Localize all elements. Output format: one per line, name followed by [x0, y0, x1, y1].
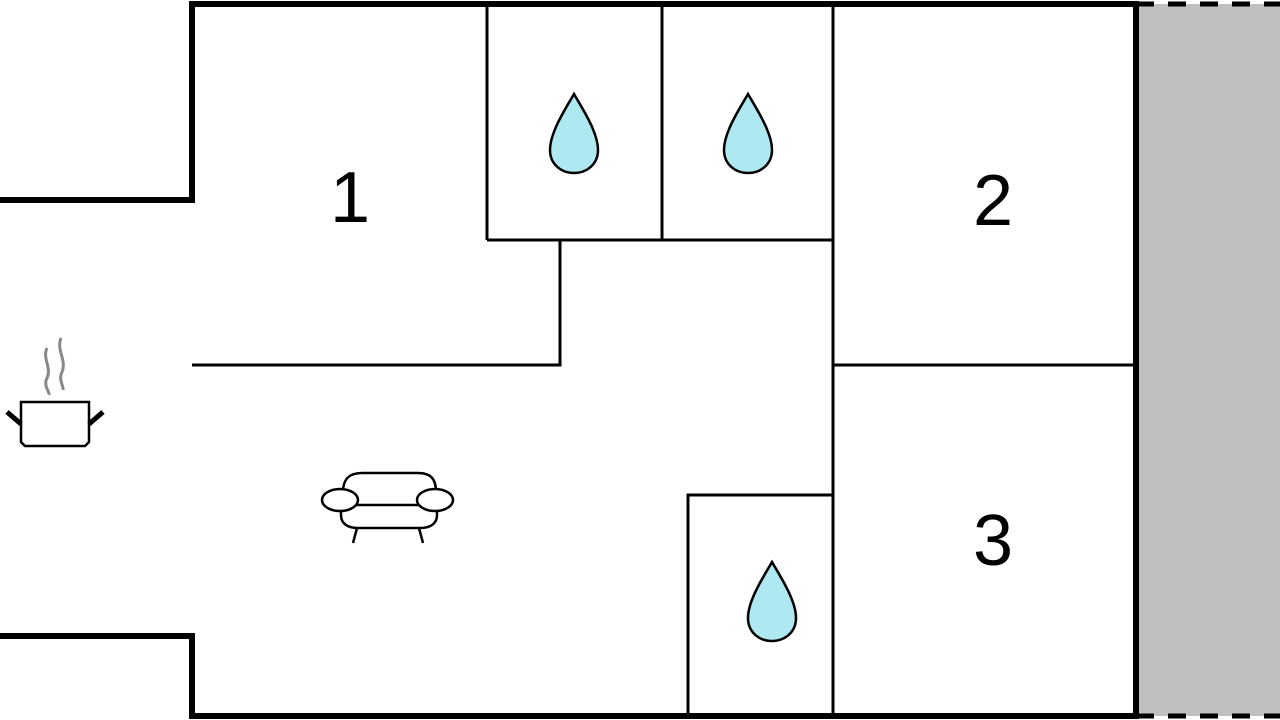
- water-drop-icon: [722, 91, 774, 175]
- outer-walls: [0, 1, 1139, 719]
- interior-walls: [192, 4, 1136, 716]
- cooking-pot-icon: [5, 337, 105, 448]
- room-3-label: 3: [973, 501, 1013, 581]
- outdoor-area: [1139, 4, 1280, 716]
- sofa-icon: [320, 471, 455, 544]
- water-drop-icon: [746, 559, 798, 643]
- water-drop-icon: [548, 91, 600, 175]
- room-1-label: 1: [330, 158, 370, 238]
- room-2-label: 2: [973, 161, 1013, 241]
